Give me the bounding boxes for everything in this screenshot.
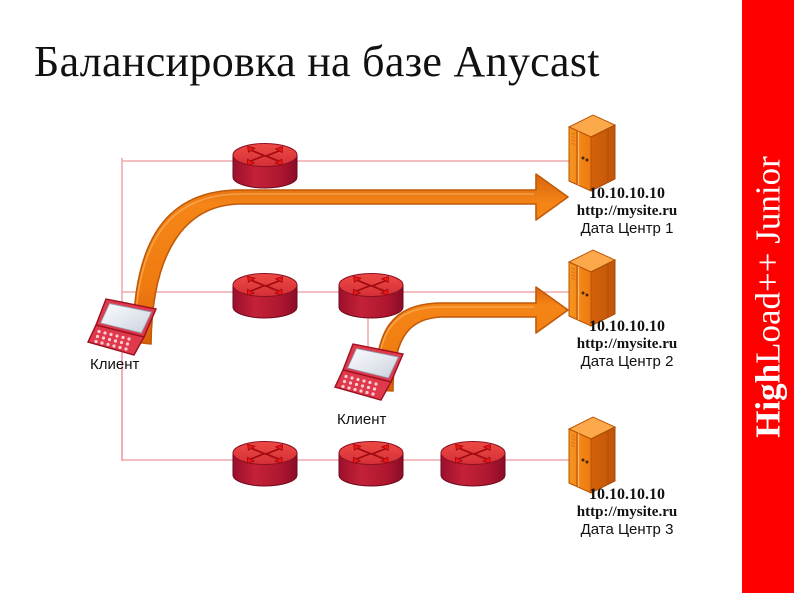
server-icon-dc1: [568, 114, 616, 192]
datacenter-url-1: http://mysite.ru: [576, 202, 678, 219]
datacenter-label-2: 10.10.10.10 http://mysite.ru Дата Центр …: [532, 318, 722, 372]
router-icon-bot-1: [232, 441, 298, 487]
server-icon-dc3: [568, 416, 616, 494]
network-diagram: Клиент Клиент 10.10.10.10 http://mysite.…: [87, 114, 722, 540]
datacenter-ip-2: 10.10.10.10: [589, 318, 665, 335]
page-title: Балансировка на базе Anycast: [34, 37, 600, 86]
brand-logo-light: Load++ Junior: [748, 155, 788, 364]
router-icon-top-1: [232, 143, 298, 189]
router-icon-bot-2: [338, 441, 404, 487]
datacenter-url-2: http://mysite.ru: [576, 335, 678, 352]
brand-sidebar: HighLoad++ Junior: [742, 0, 794, 593]
server-icon-dc2: [568, 249, 616, 327]
datacenter-name-2: Дата Центр 2: [580, 353, 674, 371]
flow-arrow-client1-dc1: [132, 173, 569, 345]
router-icon-mid-1: [232, 273, 298, 319]
brand-logo-bold: High: [748, 363, 788, 438]
server-group: [568, 114, 616, 494]
client-label-2: Клиент: [337, 411, 387, 428]
datacenter-name-1: Дата Центр 1: [580, 220, 674, 238]
router-icon-mid-2: [338, 273, 404, 319]
datacenter-name-3: Дата Центр 3: [580, 521, 674, 539]
datacenter-label-1: 10.10.10.10 http://mysite.ru Дата Центр …: [532, 185, 722, 239]
datacenter-label-3: 10.10.10.10 http://mysite.ru Дата Центр …: [532, 486, 722, 540]
router-icon-bot-3: [440, 441, 506, 487]
client-label-1: Клиент: [90, 356, 140, 373]
datacenter-ip-1: 10.10.10.10: [589, 185, 665, 202]
datacenter-ip-3: 10.10.10.10: [589, 486, 665, 503]
laptop-icon-client1: [87, 298, 157, 356]
brand-logo-text: HighLoad++ Junior: [748, 155, 788, 438]
datacenter-url-3: http://mysite.ru: [576, 503, 678, 520]
